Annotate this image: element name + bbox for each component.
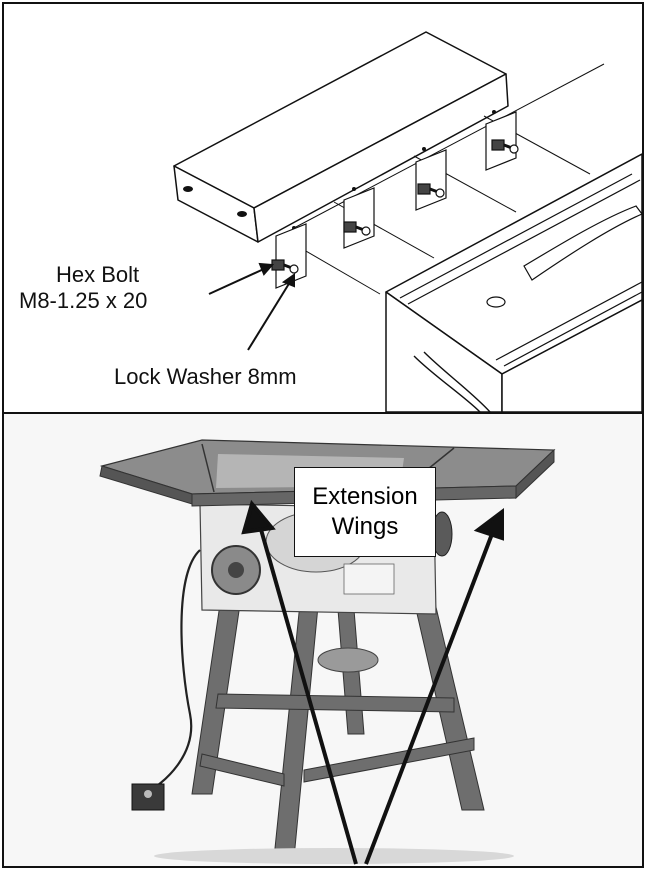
arrowhead-right-wing — [473, 508, 504, 541]
wing-hole — [422, 147, 426, 151]
miter-slot — [495, 281, 642, 361]
mounting-tab — [275, 223, 307, 289]
wing-hole — [183, 186, 193, 192]
wing-hole — [492, 110, 496, 114]
stand-brace — [199, 753, 285, 787]
lock-washer-arrowhead — [281, 273, 295, 288]
mounting-tab — [343, 187, 375, 249]
info-label — [343, 563, 395, 595]
miter-slot — [407, 179, 641, 305]
extension-wings-callout: Extension Wings — [294, 467, 436, 557]
callout-line-2: Wings — [331, 513, 399, 540]
table-hole — [486, 296, 506, 308]
exploded-assembly-drawing — [173, 31, 642, 412]
hex-bolt-arrowhead — [258, 262, 275, 276]
throat-plate — [523, 205, 642, 281]
wing-seam-left — [201, 443, 215, 493]
wing-side-face — [253, 73, 509, 243]
floor-shadow — [154, 848, 514, 864]
hex-bolt-arrow — [208, 267, 267, 295]
panel-divider — [4, 412, 642, 414]
saw-cabinet-side — [501, 299, 642, 412]
lock-washer-label: Lock Washer 8mm — [114, 364, 297, 389]
miter-slot — [399, 173, 633, 299]
arrowhead-left-wing — [241, 499, 276, 535]
callout-line-1: Extension — [312, 483, 418, 510]
cabinet-arc — [423, 351, 491, 412]
handwheel-hub — [228, 562, 244, 578]
stand-brace — [215, 693, 455, 713]
cabinet-arc — [413, 355, 481, 412]
stand-brace — [303, 737, 475, 783]
hex-bolt — [271, 259, 299, 274]
hex-bolt — [343, 221, 371, 236]
hex-bolt-label: Hex Bolt — [56, 262, 140, 287]
brand-badge — [317, 647, 379, 673]
wing-hole — [352, 187, 356, 191]
power-cord — [143, 549, 201, 795]
wing-hole — [237, 211, 247, 217]
miter-slot — [503, 291, 642, 367]
arrow-left-wing — [258, 525, 358, 865]
hex-bolt — [417, 183, 445, 198]
saw-cabinet-front — [385, 291, 503, 412]
switch-knob — [144, 790, 152, 798]
right-wing-edge — [515, 448, 555, 500]
lock-washer-arrow — [247, 281, 291, 351]
hex-bolt — [491, 139, 519, 154]
hex-bolt-spec: M8-1.25 x 20 — [19, 288, 148, 313]
exploded-assembly-panel: Hex Bolt M8-1.25 x 20 Lock Washer 8mm — [4, 4, 642, 412]
arrow-right-wing — [364, 533, 494, 865]
